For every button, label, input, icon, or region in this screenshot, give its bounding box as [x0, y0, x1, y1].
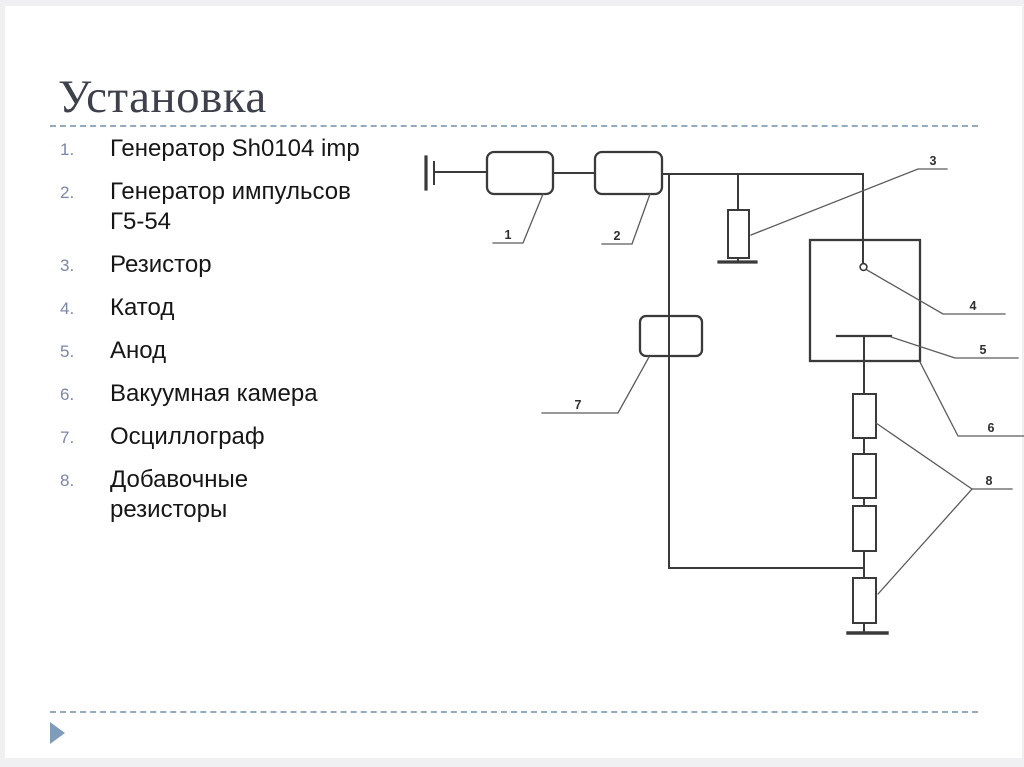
- callout-label-8: 8: [986, 474, 993, 488]
- callout-label-5: 5: [980, 343, 987, 357]
- list-item-number: 4.: [60, 299, 75, 318]
- list-item-text: Резистор: [110, 251, 212, 278]
- list-item: 6. Вакуумная камера: [50, 379, 395, 409]
- list-item-number: 1.: [60, 140, 75, 159]
- additional-resistor-symbol: [852, 505, 877, 552]
- callout-label-2: 2: [614, 229, 621, 243]
- callout-label-3: 3: [930, 154, 937, 168]
- additional-resistor-symbol: [852, 577, 877, 624]
- battery-terminal-icon: [424, 155, 435, 191]
- setup-circuit-diagram: 1 2 3 4 5 6 7 8: [410, 130, 1024, 666]
- callout-label-1: 1: [505, 228, 512, 242]
- list-item: 2. Генератор импульсов Г5-54: [50, 177, 395, 237]
- list-item-number: 3.: [60, 256, 75, 275]
- callout-leader-lines: [492, 168, 1024, 595]
- oscilloscope-box: [638, 314, 704, 358]
- list-item-text: Осциллограф: [110, 423, 265, 450]
- list-item-number: 8.: [60, 471, 75, 490]
- list-item: 4. Катод: [50, 293, 395, 323]
- additional-resistor-symbol: [852, 393, 877, 439]
- cathode-terminal: [859, 262, 868, 272]
- list-item: 3. Резистор: [50, 250, 395, 280]
- list-item: 7. Осциллограф: [50, 422, 395, 452]
- list-item-number: 6.: [60, 385, 75, 404]
- page-title: Установка: [58, 71, 267, 123]
- list-item-text: Катод: [110, 294, 175, 321]
- title-divider: [50, 125, 978, 127]
- callout-label-6: 6: [988, 421, 995, 435]
- list-item: 1. Генератор Sh0104 imp: [50, 134, 395, 164]
- callout-label-7: 7: [575, 398, 582, 412]
- list-item-text: Вакуумная камера: [110, 380, 318, 407]
- footer-divider: [50, 711, 978, 713]
- list-item-number: 2.: [60, 183, 75, 202]
- list-item-text: Добавочные резисторы: [110, 466, 249, 523]
- next-slide-arrow-icon[interactable]: [50, 722, 65, 744]
- list-item-text: Генератор Sh0104 imp: [110, 135, 360, 162]
- list-item: 8. Добавочные резисторы: [50, 465, 395, 525]
- list-item: 5. Анод: [50, 336, 395, 366]
- list-item-text: Генератор импульсов Г5-54: [110, 178, 351, 235]
- generator-sh0104-box: [485, 150, 555, 196]
- additional-resistor-symbol: [852, 453, 877, 499]
- equipment-list: 1. Генератор Sh0104 imp 2. Генератор имп…: [50, 134, 395, 538]
- callout-label-4: 4: [970, 299, 977, 313]
- list-item-number: 5.: [60, 342, 75, 361]
- list-item-number: 7.: [60, 428, 75, 447]
- slide: Установка 1. Генератор Sh0104 imp 2. Ген…: [5, 6, 1024, 758]
- resistor-3-symbol: [727, 209, 750, 259]
- pulse-generator-g5-54-box: [593, 150, 664, 196]
- list-item-text: Анод: [110, 337, 167, 364]
